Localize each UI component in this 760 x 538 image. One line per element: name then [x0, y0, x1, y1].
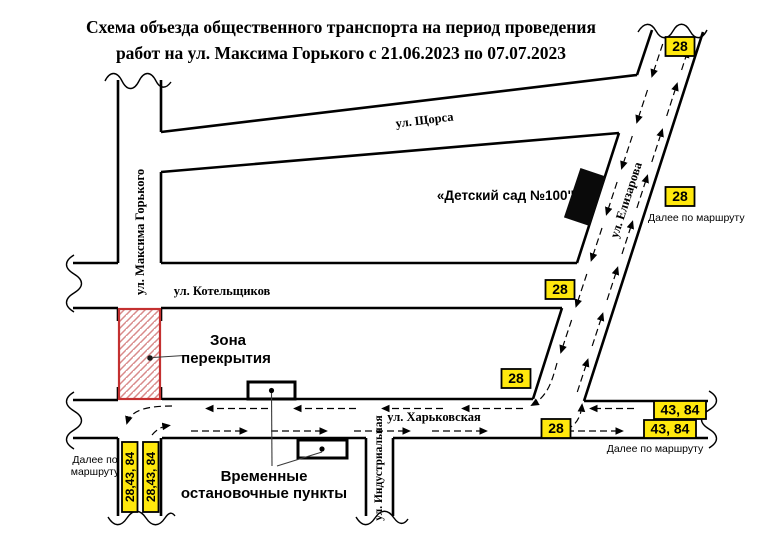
route-arrow-southbound [650, 43, 664, 78]
temporary-stop-pointer-line [276, 451, 323, 467]
badge-text: 28 [672, 188, 688, 204]
route-arrow-southbound [635, 89, 649, 124]
closure-zone [117, 307, 162, 401]
street-label-maxim-gorky: ул. Максима Горького [133, 169, 147, 295]
street-label-kharkovskaya: ул. Харьковская [387, 410, 481, 424]
route-badge-28-elizarova-right: 28 [664, 186, 696, 207]
further-route-note-top-right: Далее по маршруту [648, 212, 745, 224]
route-arrow-turn-west-to-gorky [125, 405, 173, 425]
break-mark-kharkovskaya-west [65, 391, 83, 450]
route-badge-28-43-84-left: 28,43, 84 [121, 441, 139, 513]
route-arrow-northbound [621, 220, 634, 255]
kindergarten-building [563, 168, 607, 226]
route-arrow-northbound [606, 266, 620, 301]
badge-text: 28 [672, 38, 688, 54]
break-mark-industrialnaya-bottom [355, 510, 409, 526]
temporary-stop-lower-dot [319, 446, 325, 452]
badge-rect [500, 368, 532, 389]
route-badge-28-kharkovskaya: 28 [540, 418, 572, 439]
badge-rect [540, 418, 572, 439]
closure-zone-label-line2: перекрытия [181, 350, 271, 367]
badge-text: 28,43, 84 [144, 452, 158, 502]
badge-rect [142, 441, 160, 513]
route-badge-43-84-upper: 43, 84 [653, 400, 707, 420]
route-arrow-southbound [559, 319, 573, 354]
badge-rect [544, 279, 576, 300]
closure-zone-pointer-line [152, 354, 185, 359]
badge-rect [121, 441, 139, 513]
further-route-note-bottom-right: Далее по маршруту [607, 443, 704, 455]
badge-text: 43, 84 [661, 402, 700, 418]
route-badge-28-43-84-right: 28,43, 84 [142, 441, 160, 513]
route-arrow-southbound [589, 227, 603, 262]
badge-text: 28 [508, 370, 524, 386]
route-arrow-southbound [605, 181, 618, 216]
street-label-industrialnaya: ул. Индустриальная [373, 415, 385, 520]
temporary-stops-label-line1: Временные [221, 468, 308, 485]
badge-text: 28 [548, 420, 564, 436]
closure-zone-dot [147, 355, 153, 361]
badge-text: 28 [552, 281, 568, 297]
temporary-stops-label-line2: остановочные пункты [181, 485, 347, 502]
badge-text: 43, 84 [651, 421, 690, 437]
badge-rect [643, 419, 697, 439]
break-mark-kotelshchikov-west [65, 254, 83, 313]
page-title-line1: Схема объезда общественного транспорта н… [86, 17, 596, 37]
route-arrow-northbound [576, 358, 590, 393]
route-badge-28-elizarova-top: 28 [664, 36, 696, 57]
break-mark-gorky-top [104, 72, 172, 90]
badge-rect [664, 36, 696, 57]
route-arrow-southbound [574, 273, 588, 308]
street-label-kotelshchikov: ул. Котельщиков [174, 284, 271, 298]
page-title-line2: работ на ул. Максима Горького с 21.06.20… [116, 43, 566, 63]
route-arrow-northbound [591, 312, 605, 347]
route-arrow-southbound [620, 135, 633, 170]
route-arrow-northbound [666, 82, 679, 117]
route-badge-43-84-lower: 43, 84 [643, 419, 697, 439]
street-label-shchorsa: ул. Щорса [395, 109, 455, 130]
route-arrow-northbound [651, 128, 664, 163]
badge-text: 28,43, 84 [123, 452, 137, 502]
temporary-stop-pointer-line [270, 392, 273, 467]
temporary-stop-upper-dot [268, 387, 275, 394]
route-arrow-northbound [636, 174, 649, 209]
further-route-note-left-line2: маршруту [71, 466, 120, 478]
closure-zone-label-line1: Зона [210, 332, 247, 349]
kindergarten-label: «Детский сад №100'' [437, 188, 574, 203]
break-mark-elizarova-top [637, 23, 708, 39]
route-badge-28-junction: 28 [500, 368, 532, 389]
badge-rect [664, 186, 696, 207]
route-arrow-turn-gorky-to-east [151, 422, 171, 436]
further-route-note-left-line1: Далее по [72, 454, 117, 466]
badge-rect [653, 400, 707, 420]
route-badge-28-elizarova-mid: 28 [544, 279, 576, 300]
break-mark-gorky-bottom [107, 510, 176, 526]
route-arrow-turn-eliz-to-west [530, 362, 558, 406]
